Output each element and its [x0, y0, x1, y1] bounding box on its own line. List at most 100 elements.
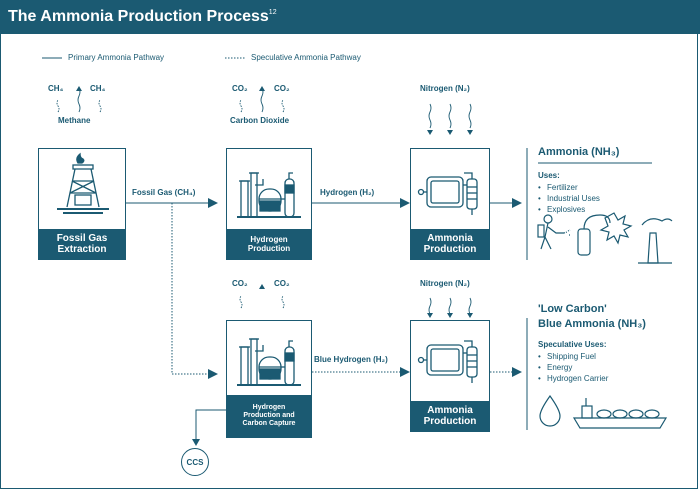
- arrow-head: [512, 367, 522, 377]
- caption-line: Production: [423, 416, 477, 427]
- co2-wavy-arrow: [281, 295, 285, 309]
- title-footnote: 12: [268, 9, 277, 16]
- legend-primary-label: Primary Ammonia Pathway: [68, 53, 165, 62]
- caption-line: Extraction: [57, 244, 107, 255]
- nitrogen-arrow: [448, 103, 452, 129]
- water-drop-icon: [539, 394, 561, 427]
- caption-line: Production: [423, 244, 477, 255]
- co2-right-label: CO₂: [274, 84, 290, 93]
- ch4-right-label: CH₄: [90, 84, 106, 93]
- methane-wavy-arrow: [56, 99, 60, 113]
- hydrogen-label: Hydrogen (H₂): [320, 188, 375, 197]
- co2-wavy-arrow: [239, 295, 243, 309]
- ccs-node: CCS: [181, 448, 209, 476]
- caption-line: Fossil Gas: [56, 232, 108, 244]
- arrow-head: [400, 198, 410, 208]
- list-item: Energy: [538, 362, 608, 373]
- arrow-head: [400, 367, 410, 377]
- page-title: The Ammonia Production Process12: [8, 8, 277, 26]
- co2-wavy-arrow: [281, 99, 285, 113]
- ammonia-uses-illustration: [537, 212, 673, 264]
- uses-heading: Uses:: [538, 171, 560, 180]
- caption-line: Production and: [243, 411, 295, 419]
- list-item: Fertilizer: [538, 182, 600, 193]
- caption-line: Production: [247, 244, 291, 253]
- blue-ammonia-title-line2: Blue Ammonia (NH₃): [538, 318, 646, 330]
- arrow-head: [427, 130, 433, 135]
- co2-wavy-arrow: [260, 87, 264, 113]
- caption-line: Ammonia: [427, 232, 473, 244]
- ammonia-reactor-icon: [417, 340, 478, 383]
- speculative-uses-list: Shipping Fuel Energy Hydrogen Carrier: [538, 351, 608, 384]
- arrow-head: [467, 313, 473, 318]
- caption-line: Hydrogen: [252, 403, 286, 411]
- nitrogen-arrow: [448, 297, 452, 315]
- speculative-uses-heading: Speculative Uses:: [538, 340, 607, 349]
- list-item: Hydrogen Carrier: [538, 373, 608, 384]
- ammonia-output-title: Ammonia (NH₃): [538, 146, 620, 158]
- list-item: Explosives: [538, 204, 600, 215]
- caption-line: Ammonia: [427, 404, 473, 416]
- nitrogen-label-bottom: Nitrogen (N₂): [420, 279, 470, 288]
- caption-line: Carbon Capture: [242, 420, 296, 428]
- legend-speculative-label: Speculative Ammonia Pathway: [251, 53, 361, 62]
- nitrogen-arrow: [428, 103, 432, 129]
- arrow-head: [208, 198, 218, 208]
- arrow-head: [512, 198, 522, 208]
- arrow-head: [467, 130, 473, 135]
- co2-left-label-bottom: CO₂: [232, 279, 248, 288]
- arrow-head: [447, 130, 453, 135]
- nitrogen-arrow: [428, 297, 432, 315]
- title-text: The Ammonia Production Process: [8, 8, 269, 25]
- nitrogen-label: Nitrogen (N₂): [420, 84, 470, 93]
- oil-derrick-icon: [57, 152, 109, 214]
- methane-label: Methane: [58, 116, 91, 125]
- blue-ammonia-title-line1: 'Low Carbon': [538, 303, 607, 315]
- list-item: Industrial Uses: [538, 193, 600, 204]
- arrow-head: [208, 369, 218, 379]
- arrow-head: [447, 313, 453, 318]
- methane-wavy-arrow: [98, 99, 102, 113]
- refinery-icon: [237, 172, 301, 218]
- ammonia-reactor-icon: [417, 172, 478, 215]
- nitrogen-arrow: [468, 297, 472, 315]
- arrow-head: [192, 439, 200, 446]
- caption-line: Hydrogen: [250, 234, 288, 244]
- uses-list: Fertilizer Industrial Uses Explosives: [538, 182, 600, 215]
- blue-hydrogen-label: Blue Hydrogen (H₂): [314, 355, 388, 364]
- speculative-uses-illustration: [539, 394, 668, 429]
- diagram-frame: [0, 34, 698, 489]
- arrow-head: [76, 86, 82, 91]
- farmer-sprayer-icon: [537, 214, 571, 250]
- fossil-gas-label: Fossil Gas (CH₄): [132, 188, 196, 197]
- co2-wavy-arrow: [239, 99, 243, 113]
- arrow-head: [259, 86, 265, 91]
- tanker-ship-icon: [572, 398, 668, 429]
- factory-icon: [638, 218, 673, 264]
- list-item: Shipping Fuel: [538, 351, 608, 362]
- co2-left-label: CO₂: [232, 84, 248, 93]
- methane-wavy-arrow: [77, 87, 81, 113]
- title-bar: The Ammonia Production Process12: [0, 0, 700, 34]
- ccs-connector: [195, 409, 226, 441]
- fertilizer-tank-icon: [577, 214, 611, 256]
- ch4-left-label: CH₄: [48, 84, 64, 93]
- carbon-dioxide-label: Carbon Dioxide: [230, 116, 290, 125]
- explosion-icon: [599, 212, 633, 245]
- refinery-icon: [237, 338, 301, 386]
- arrow-head: [259, 284, 265, 289]
- nitrogen-arrow: [468, 103, 472, 129]
- arrow-head: [427, 313, 433, 318]
